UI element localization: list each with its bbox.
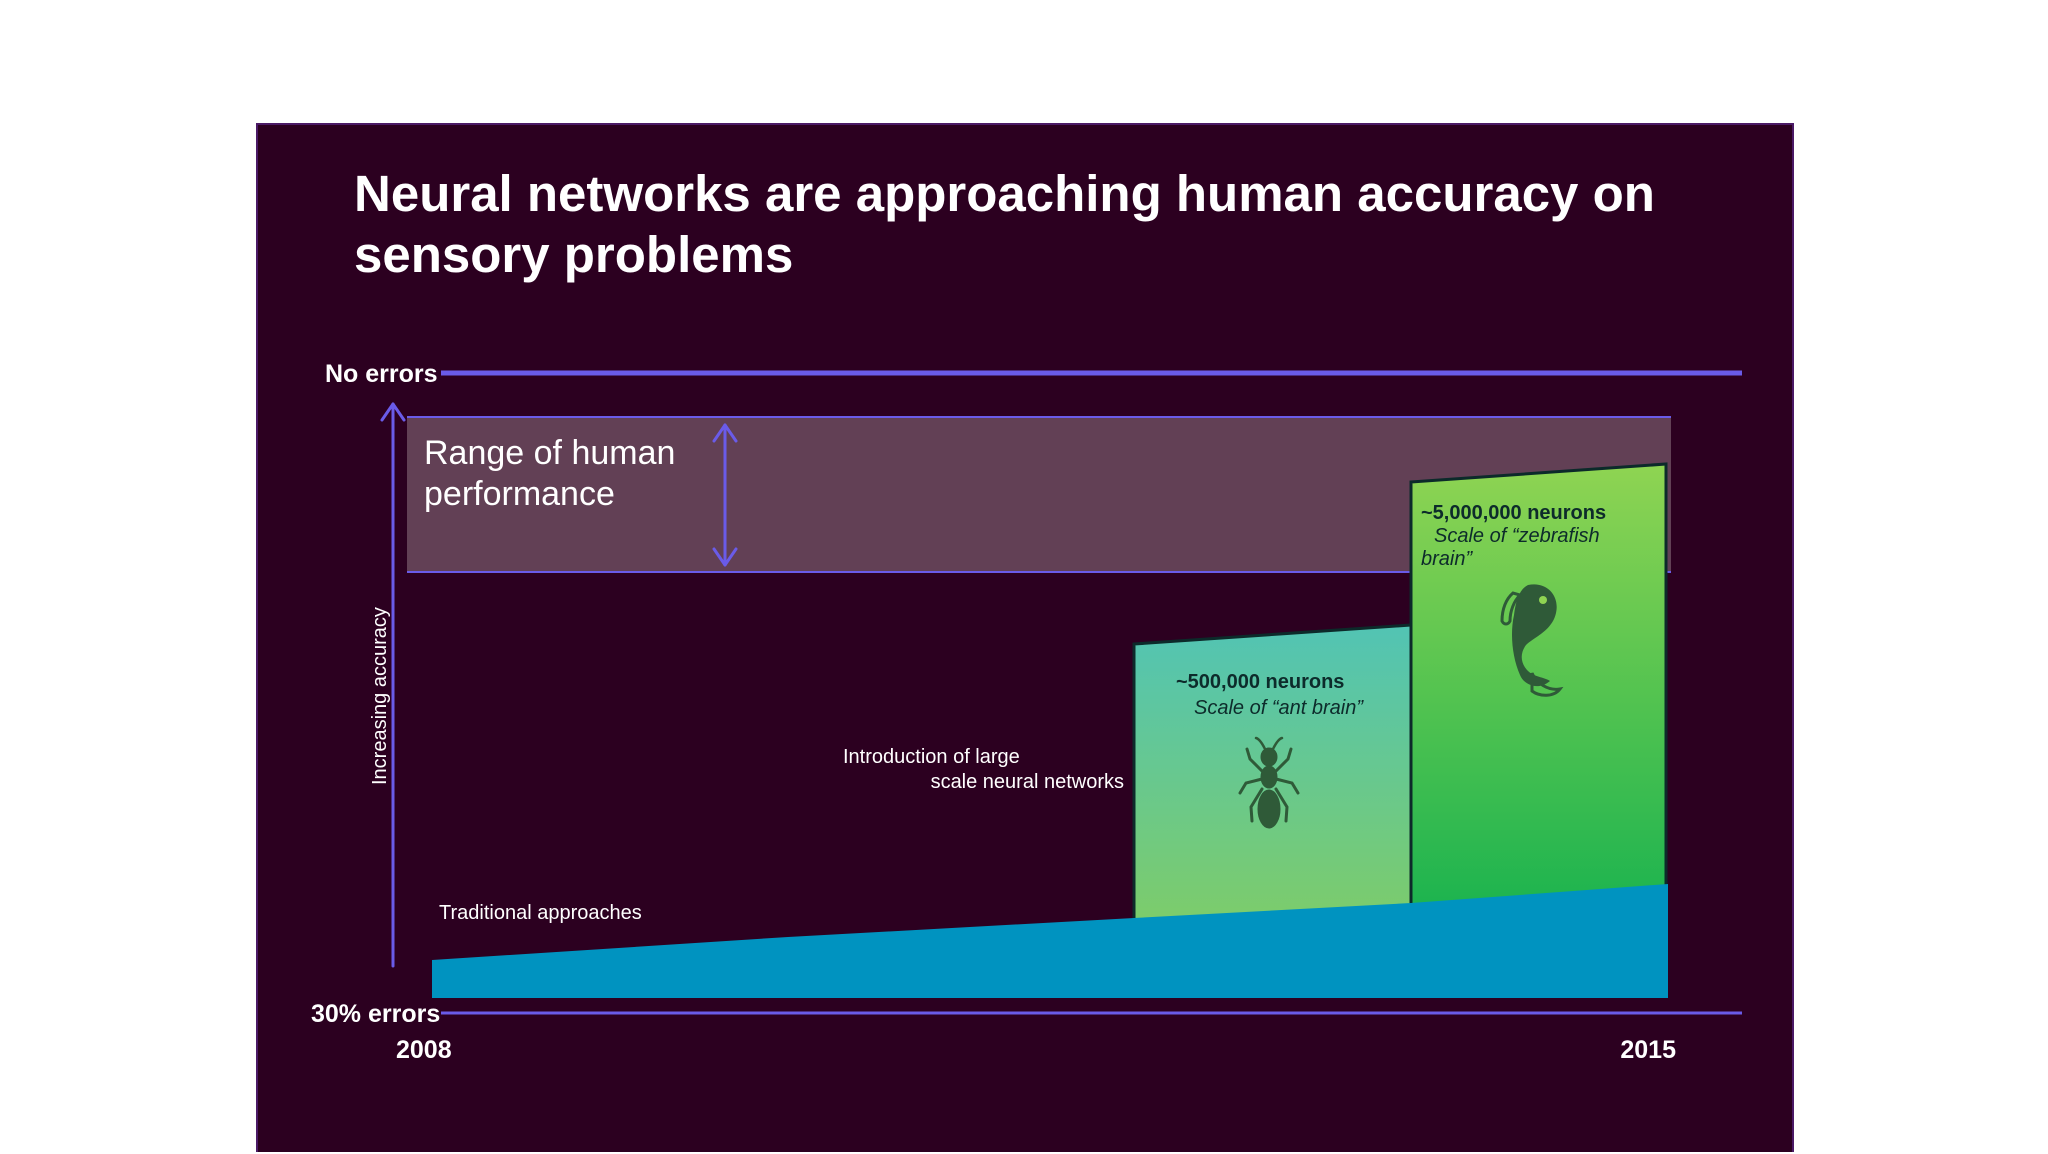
slide: Neural networks are approaching human ac…: [256, 123, 1794, 1152]
human-range-double-arrow: [712, 423, 738, 567]
zebrafish-neurons-label: ~5,000,000 neurons: [1421, 502, 1606, 524]
zebrafish-scale-label-line2: brain”: [1421, 548, 1473, 570]
traditional-approaches-label: Traditional approaches: [439, 902, 642, 924]
fish-icon: [1500, 584, 1564, 697]
zebrafish-scale-label-line1: Scale of “zebrafish: [1434, 525, 1600, 547]
y-axis-label: Increasing accuracy: [369, 607, 391, 785]
ant-icon: [1238, 736, 1300, 829]
introduction-label-line1: Introduction of large: [843, 746, 1020, 768]
accuracy-diagram: No errors Range of human performance Inc…: [311, 360, 1742, 1064]
no-errors-label: No errors: [325, 360, 438, 388]
x-start-label: 2008: [396, 1036, 452, 1064]
introduction-label-line2: scale neural networks: [931, 771, 1124, 793]
traditional-approaches-area: [432, 884, 1668, 998]
ant-scale-label: Scale of “ant brain”: [1194, 697, 1364, 719]
ant-neurons-label: ~500,000 neurons: [1176, 671, 1344, 693]
human-range-label-line1: Range of human: [424, 434, 675, 472]
x-end-label: 2015: [1620, 1036, 1676, 1064]
human-range-label-line2: performance: [424, 475, 615, 513]
thirty-percent-errors-label: 30% errors: [311, 1000, 440, 1028]
slide-title: Neural networks are approaching human ac…: [354, 165, 1655, 283]
accuracy-axis-arrow: [380, 402, 406, 968]
